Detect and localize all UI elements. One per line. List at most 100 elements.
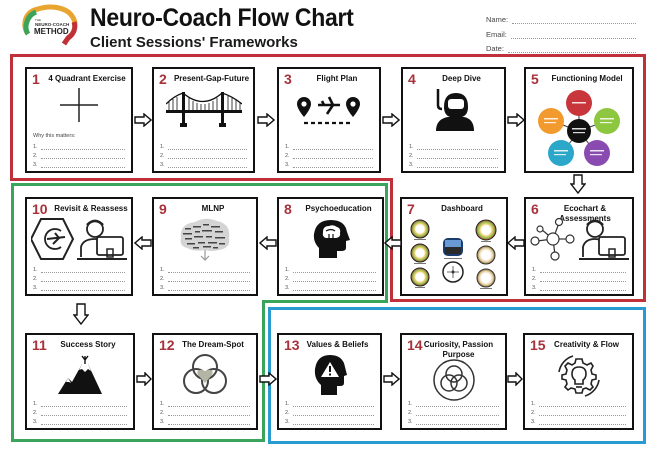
note-line-1[interactable]: 1. [285, 264, 376, 273]
step-2-card[interactable]: 2 Present-Gap-Future 1. 2. 3. [152, 67, 255, 173]
flight-route-icon [279, 91, 379, 131]
note-line-2[interactable]: 2. [409, 150, 498, 159]
green-frame-bottom [11, 300, 265, 442]
note-line-3[interactable]: 3. [408, 416, 499, 425]
note-line-3[interactable]: 3. [33, 416, 127, 425]
arrow-right-icon [383, 372, 400, 386]
step-14-card[interactable]: 14 Curiosity, Passion Purpose 1. 2. 3. [400, 333, 507, 430]
note-line-3[interactable]: 3. [285, 416, 374, 425]
note-line-1[interactable]: 1. [408, 398, 499, 407]
step-number: 13 [284, 337, 300, 353]
note-line-1[interactable]: 1. [532, 264, 626, 273]
notes-list: 1. 2. 3. [531, 398, 626, 425]
note-line-2[interactable]: 2. [160, 150, 247, 159]
step-9-card[interactable]: 9 MLNP 1. 2. 3. [152, 197, 258, 296]
step-11-card[interactable]: 11 Success Story 1. 2. 3. [25, 333, 135, 430]
venn-circle-icon [402, 359, 505, 401]
note-line-3[interactable]: 3. [160, 416, 250, 425]
note-line-2[interactable]: 2. [285, 407, 374, 416]
head-warning-icon [279, 353, 380, 397]
step-number: 6 [531, 201, 539, 217]
step-6-card[interactable]: 6 Ecochart & Assessments 1. 2. 3. [524, 197, 634, 296]
note-line-1[interactable]: 1. [33, 141, 125, 150]
email-field[interactable]: Email: [486, 30, 636, 39]
step-5-card[interactable]: 5 Functioning Model [524, 67, 634, 173]
note-line-3[interactable]: 3. [532, 282, 626, 291]
step-4-card[interactable]: 4 Deep Dive 1. 2. 3. [401, 67, 506, 173]
dashboard-gauges-icon [402, 217, 506, 293]
step-7-card[interactable]: 7 Dashboard [400, 197, 508, 296]
gear-lightbulb-icon [525, 353, 632, 399]
note-line-1[interactable]: 1. [33, 398, 127, 407]
note-line-2[interactable]: 2. [531, 407, 626, 416]
note-line-1[interactable]: 1. [285, 141, 373, 150]
arrow-left-icon [384, 236, 402, 250]
note-line-2[interactable]: 2. [285, 150, 373, 159]
step-13-card[interactable]: 13 Values & Beliefs 1. 2. 3. [277, 333, 382, 430]
note-line-2[interactable]: 2. [160, 407, 250, 416]
note-line-2[interactable]: 2. [160, 273, 250, 282]
note-line-2[interactable]: 2. [33, 273, 125, 282]
step-8-card[interactable]: 8 Psychoeducation 1. 2. 3. [277, 197, 384, 296]
step-1-card[interactable]: 1 4 Quadrant Exercise Why this matters: … [25, 67, 133, 173]
step-label: The Dream-Spot [182, 340, 244, 349]
step-label: Success Story [60, 340, 116, 349]
step-label: Present-Gap-Future [173, 74, 250, 83]
note-line-2[interactable]: 2. [532, 273, 626, 282]
step-label: Flight Plan [316, 74, 358, 83]
note-line-3[interactable]: 3. [285, 282, 376, 291]
red-frame-top [10, 54, 646, 181]
logo-text-line3: METHOD [34, 27, 69, 36]
note-line-1[interactable]: 1. [409, 141, 498, 150]
step-number: 12 [159, 337, 175, 353]
snorkel-diver-icon [403, 87, 504, 131]
date-field[interactable]: Date: [486, 44, 636, 53]
step-3-card[interactable]: 3 Flight Plan 1. 2. 3. [277, 67, 381, 173]
note-line-3[interactable]: 3. [531, 416, 626, 425]
step-12-card[interactable]: 12 The Dream-Spot 1. 2. 3. [152, 333, 258, 430]
bridge-icon [154, 89, 253, 129]
green-frame-mid-edge [262, 300, 388, 303]
note-line-2[interactable]: 2. [285, 273, 376, 282]
notes-list: Why this matters: 1. 2. 3. [33, 133, 125, 168]
neuro-coach-method-logo: THE NEURO-COACH METHOD [20, 4, 80, 46]
step-number: 2 [159, 71, 167, 87]
red-frame-inner-edge [10, 178, 393, 181]
note-line-1[interactable]: 1. [531, 398, 626, 407]
note-line-1[interactable]: 1. [285, 398, 374, 407]
note-line-3[interactable]: 3. [285, 159, 373, 168]
word-cloud-brain-icon [154, 215, 256, 265]
note-line-2[interactable]: 2. [408, 407, 499, 416]
note-line-1[interactable]: 1. [160, 264, 250, 273]
step-15-card[interactable]: 15 Creativity & Flow 1. 2. 3. [523, 333, 634, 430]
note-line-3[interactable]: 3. [160, 159, 247, 168]
arrow-down-icon [73, 303, 89, 325]
date-field-line[interactable] [507, 45, 636, 53]
note-line-1[interactable]: 1. [160, 398, 250, 407]
arrow-left-icon [134, 236, 152, 250]
step-label: Revisit & Reassess [54, 204, 128, 213]
step-label: Values & Beliefs [306, 340, 369, 349]
step-label: Creativity & Flow [554, 340, 619, 349]
note-line-3[interactable]: 3. [160, 282, 250, 291]
email-field-label: Email: [486, 30, 507, 39]
note-line-1[interactable]: 1. [33, 264, 125, 273]
step-number: 5 [531, 71, 539, 87]
step-number: 9 [159, 201, 167, 217]
note-line-3[interactable]: 3. [409, 159, 498, 168]
note-line-1[interactable]: 1. [160, 141, 247, 150]
arrow-right-icon [507, 113, 525, 127]
email-field-line[interactable] [510, 31, 636, 39]
note-line-3[interactable]: 3. [33, 282, 125, 291]
arrow-right-icon [257, 113, 275, 127]
step-number: 14 [407, 337, 423, 353]
note-line-2[interactable]: 2. [33, 407, 127, 416]
note-line-3[interactable]: 3. [33, 159, 125, 168]
venn-heart-icon [154, 353, 256, 397]
name-field[interactable]: Name: [486, 15, 636, 24]
step-10-card[interactable]: 10 Revisit & Reassess 1. 2. 3. [25, 197, 133, 296]
note-line-2[interactable]: 2. [33, 150, 125, 159]
name-field-line[interactable] [512, 16, 636, 24]
page-subtitle: Client Sessions' Frameworks [90, 34, 298, 51]
step-number: 7 [407, 201, 415, 217]
